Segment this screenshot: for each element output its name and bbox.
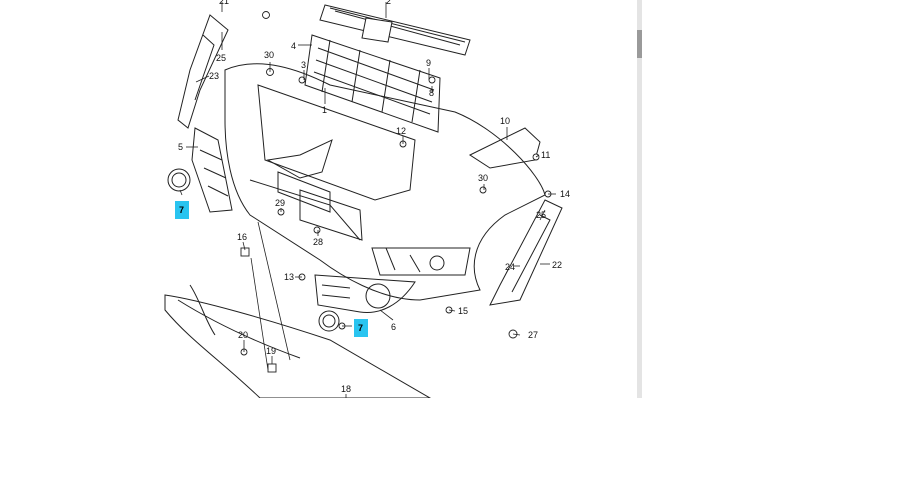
callout-9: 9 — [426, 58, 431, 68]
callout-23: 23 — [209, 71, 219, 81]
callout-30-left: 30 — [264, 50, 274, 60]
callout-12: 12 — [396, 126, 406, 136]
highlight-callout-7-right[interactable]: 7 — [354, 319, 368, 337]
callout-8: 8 — [429, 88, 434, 98]
highlight-label-7-left: 7 — [179, 205, 184, 215]
right-fog-lamp — [318, 310, 340, 332]
callout-3: 3 — [301, 60, 306, 70]
callout-22: 22 — [552, 260, 562, 270]
callout-13: 13 — [284, 272, 294, 282]
callout-25-left: 25 — [216, 53, 226, 63]
callout-16: 16 — [237, 232, 247, 242]
callout-18: 18 — [341, 384, 351, 394]
callout-29: 29 — [275, 198, 285, 208]
right-fog-bezel — [314, 274, 416, 314]
callout-28: 28 — [313, 237, 323, 247]
callout-11: 11 — [541, 150, 550, 160]
callout-19: 19 — [266, 346, 276, 356]
callout-25-right: 25 — [536, 210, 546, 220]
callout-5: 5 — [178, 142, 183, 152]
callout-1: 1 — [322, 105, 327, 115]
left-fog-bezel — [191, 127, 233, 213]
callout-4: 4 — [291, 41, 296, 51]
callout-20: 20 — [238, 330, 248, 340]
callout-15: 15 — [458, 306, 468, 316]
emblem — [361, 17, 393, 43]
callout-24: 24 — [505, 262, 515, 272]
vertical-scrollbar[interactable] — [637, 0, 642, 398]
highlight-label-7-right: 7 — [358, 323, 363, 333]
callout-14: 14 — [560, 189, 570, 199]
upper-grille — [319, 4, 471, 56]
right-bracket — [468, 127, 541, 169]
callout-6: 6 — [391, 322, 396, 332]
scrollbar-thumb[interactable] — [637, 30, 642, 58]
left-side-trim — [177, 14, 229, 129]
grille-insert — [304, 34, 441, 133]
bumper-cover — [224, 63, 546, 301]
lower-spoiler — [164, 294, 431, 398]
callout-27: 27 — [528, 330, 538, 340]
left-fog-lamp — [167, 168, 191, 192]
right-side-trim — [489, 199, 563, 306]
bumper-parts-diagram: 21 2 4 25 30 3 23 1 9 8 12 10 11 5 30 14… — [164, 0, 570, 398]
callout-10: 10 — [500, 116, 510, 126]
callout-30-right: 30 — [478, 173, 488, 183]
callout-2: 2 — [386, 0, 391, 6]
highlight-callout-7-left[interactable]: 7 — [175, 201, 189, 219]
callout-21: 21 — [219, 0, 229, 6]
